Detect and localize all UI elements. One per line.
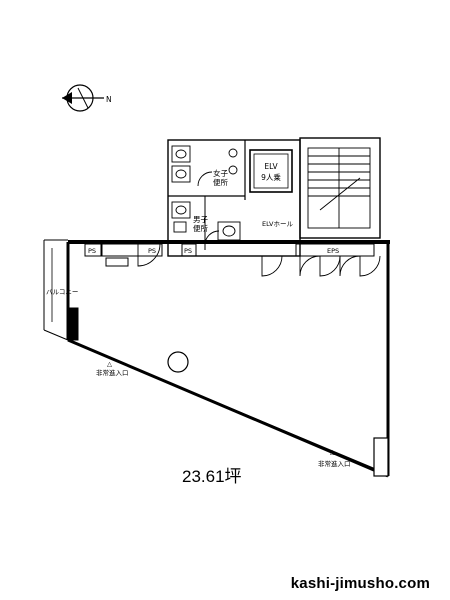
compass-icon: [62, 84, 104, 112]
men-toilet-fixtures: [171, 201, 241, 246]
floor-area-label: 23.61坪: [182, 467, 242, 486]
service-shafts: [84, 243, 375, 267]
emergency-entry-marker-left: △: [107, 360, 112, 368]
women-toilet-label-2: 便所: [213, 177, 228, 187]
core-walls: [167, 139, 301, 257]
emergency-entry-label-right: 非常進入口: [318, 459, 351, 468]
men-toilet-label-2: 便所: [193, 223, 208, 233]
elevator-label: ELV: [264, 162, 278, 171]
round-column: [167, 351, 189, 373]
elevator-capacity: 9人乗: [261, 172, 281, 182]
compass-north-label: N: [106, 95, 112, 104]
ps-label-1: PS: [88, 247, 96, 255]
ps-label-2: PS: [148, 247, 156, 255]
women-toilet-fixtures: [171, 145, 238, 187]
eps-label: EPS: [327, 247, 339, 255]
stairwell: [299, 137, 381, 239]
women-toilet-label-1: 女子: [213, 168, 228, 178]
men-toilet-label-1: 男子: [193, 215, 208, 224]
balcony-label: バルコニー: [46, 288, 78, 296]
emergency-entry-label-left: 非常進入口: [96, 368, 129, 377]
door-swings: [137, 243, 381, 277]
office-walls: [43, 239, 390, 478]
ps-label-3: PS: [184, 247, 192, 255]
emergency-entry-marker-right: △: [330, 448, 335, 456]
site-url: kashi-jimusho.com: [290, 575, 430, 592]
elevator-shaft: [249, 149, 293, 193]
elv-hall-label: ELVホール: [262, 220, 293, 228]
